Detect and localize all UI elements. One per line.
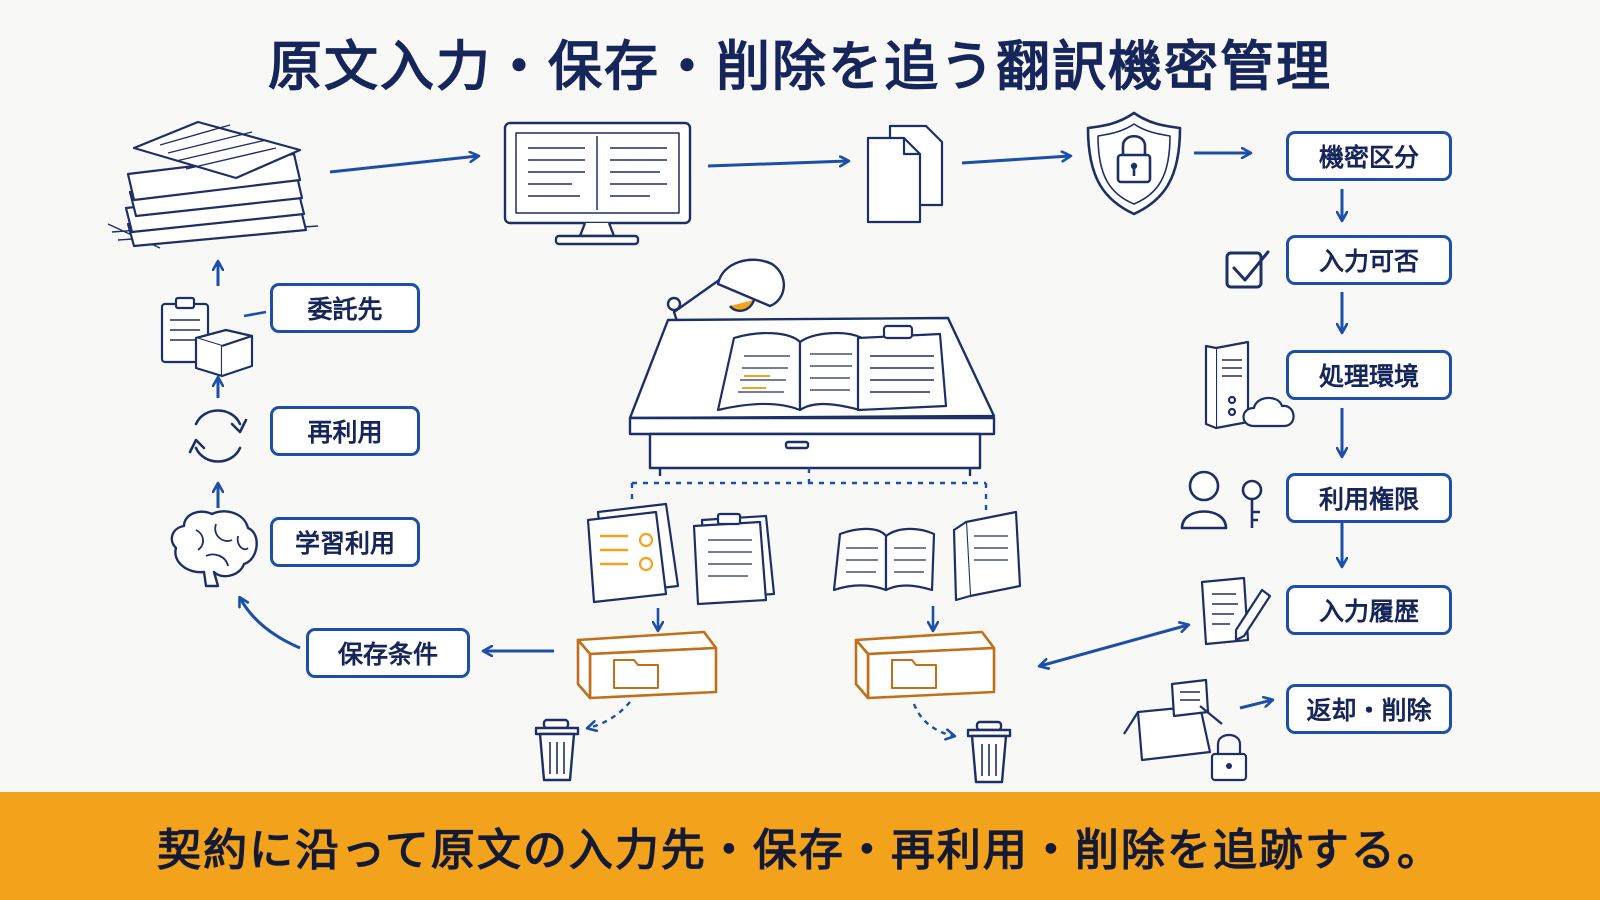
dotted-branch-lines	[630, 468, 988, 510]
arrow-condition-to-brain	[240, 598, 301, 650]
recycle-icon	[188, 409, 248, 463]
label-nyuuryoku-rireki: 入力履歴	[1286, 585, 1452, 635]
label-itaku: 委託先	[270, 283, 420, 333]
document-stack-icon	[107, 120, 319, 249]
server-cloud-icon	[1204, 340, 1295, 430]
lockbox-icon	[1123, 678, 1248, 782]
label-riyou-kengen: 利用権限	[1286, 473, 1452, 523]
trash-icon	[534, 718, 580, 782]
arrow-history-bidirectional	[1040, 625, 1188, 666]
footer-banner: 契約に沿って原文の入力先・保存・再利用・削除を追跡する。	[0, 792, 1600, 900]
trash-icon	[966, 720, 1012, 784]
label-sairiyou: 再利用	[270, 406, 420, 456]
label-henkyaku-sakujo: 返却・削除	[1286, 684, 1452, 734]
clipboard-box-icon	[160, 296, 267, 378]
documents-icon	[866, 124, 944, 224]
arrow-stack-to-monitor	[329, 156, 478, 174]
dotted-arrow-to-trash-right	[912, 703, 954, 736]
page-title: 原文入力・保存・削除を追う翻訳機密管理	[268, 35, 1332, 98]
monitor-icon	[503, 121, 692, 246]
checkbox-icon	[1225, 250, 1270, 289]
clipboard-icon	[856, 324, 948, 412]
label-nyuuryoku-kahi: 入力可否	[1286, 235, 1452, 285]
open-book-icon	[716, 331, 864, 412]
footer-caption: 契約に沿って原文の入力先・保存・再利用・削除を追跡する。	[157, 825, 1443, 876]
label-gakushuu: 学習利用	[270, 517, 420, 567]
books-icon	[832, 510, 1022, 602]
dotted-arrow-to-trash-left	[588, 701, 631, 728]
label-kimitsu-kubun: 機密区分	[1286, 131, 1452, 181]
storage-box-right-icon	[854, 630, 996, 700]
label-shori-kankyou: 処理環境	[1286, 350, 1452, 400]
arrow-monitor-to-docs	[707, 161, 848, 168]
checklist-docs-icon	[586, 502, 776, 606]
storage-box-left-icon	[576, 630, 718, 700]
arrow-lockbox-to-delete	[1239, 700, 1272, 710]
arrow-docs-to-shield	[961, 156, 1070, 165]
label-hozon-jouken: 保存条件	[306, 628, 470, 678]
brain-icon	[170, 510, 258, 588]
shield-lock-icon	[1086, 111, 1182, 216]
user-key-icon	[1180, 470, 1263, 530]
notepad-pen-icon	[1200, 576, 1272, 646]
